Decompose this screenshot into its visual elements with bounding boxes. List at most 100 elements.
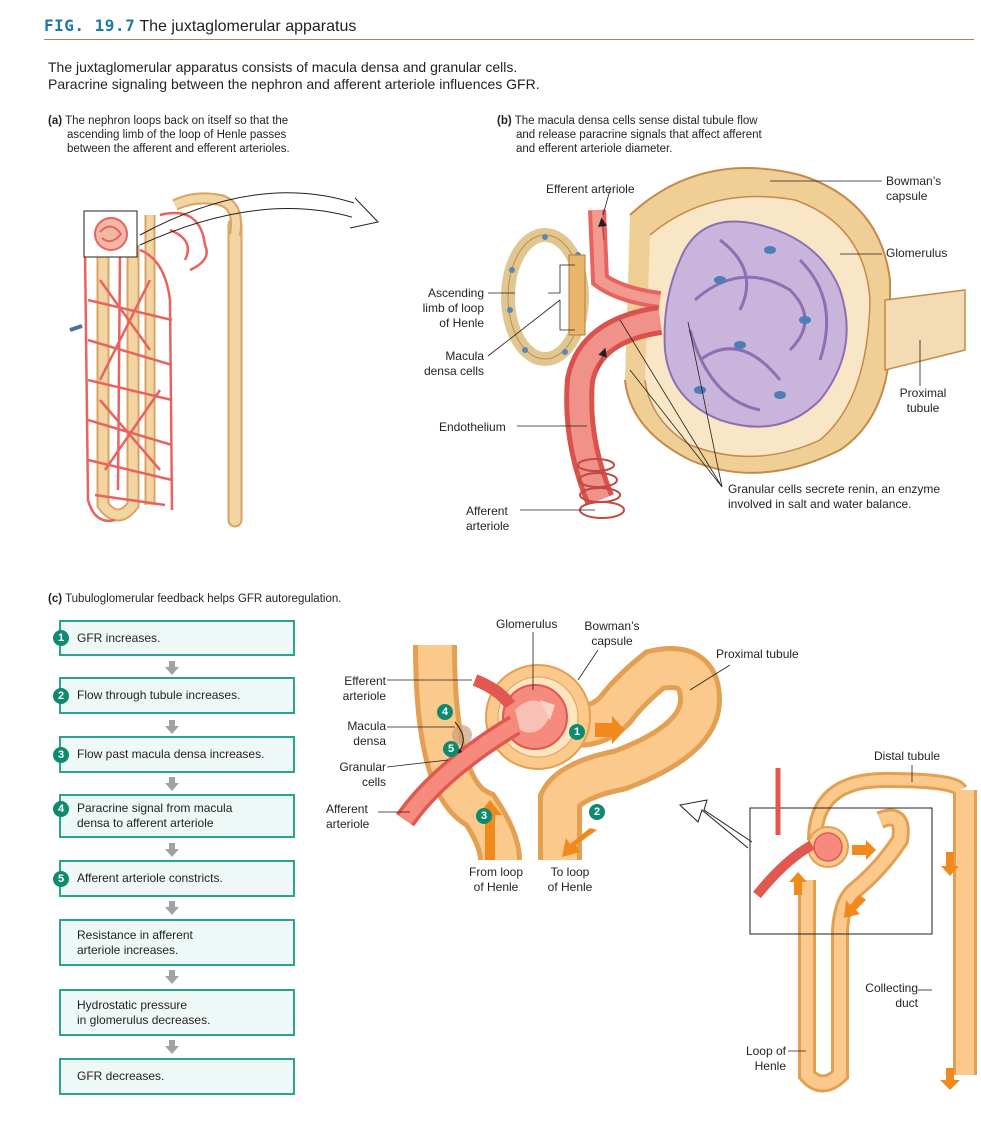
label-c-granular-line-2: cells (361, 775, 386, 789)
label-c-to-loop: To loop of Henle (536, 865, 604, 895)
flow-arrow-3 (165, 777, 179, 791)
flow-step-1: 1 GFR increases. (53, 620, 295, 656)
label-b-macula-line-1: Macula (445, 349, 484, 363)
label-c-from-loop: From loop of Henle (460, 865, 532, 895)
diagram-badge-2: 2 (589, 804, 605, 820)
label-c-bowmans-line-1: Bowman’s (584, 619, 640, 633)
flow-arrow-4 (165, 843, 179, 857)
label-c-from-loop-line-1: From loop (468, 865, 524, 879)
label-c-efferent-line-2: arteriole (342, 689, 386, 703)
label-c-loop-line-2: Henle (754, 1059, 786, 1073)
flow-step-4-badge: 4 (53, 801, 69, 817)
panel-a-caption-line-1: The nephron loops back on itself so that… (65, 115, 289, 127)
label-c-proximal-tubule: Proximal tubule (716, 647, 799, 661)
label-c-bowmans-line-2: capsule (591, 634, 633, 648)
flow-step-7: Hydrostatic pressure in glomerulus decre… (59, 989, 295, 1036)
label-b-granular-cells: Granular cells secrete renin, an enzyme … (728, 482, 940, 512)
label-b-macula-line-2: densa cells (423, 364, 484, 378)
label-b-bowmans-line-2: capsule (886, 189, 928, 203)
label-c-glomerulus: Glomerulus (496, 617, 558, 631)
label-c-afferent-line-2: arteriole (326, 817, 370, 831)
label-b-ascending-line-3: of Henle (439, 316, 484, 330)
label-b-granular-line-2: involved in salt and water balance. (728, 497, 912, 511)
flow-step-4-line-1: Paracrine signal from macula (77, 801, 233, 815)
label-b-proximal-line-1: Proximal (899, 386, 947, 400)
panel-c-feedback-illustration (378, 632, 753, 862)
flow-step-3-text: Flow past macula densa increases. (77, 747, 265, 761)
label-b-granular-line-1: Granular cells secrete renin, an enzyme (728, 482, 941, 496)
flow-step-4-text: Paracrine signal from macula densa to af… (77, 801, 232, 831)
flow-arrow-7 (165, 1040, 179, 1054)
panel-b-caption-line-3: and efferent arteriole diameter. (516, 143, 673, 155)
flow-arrow-2 (165, 720, 179, 734)
diagram-badge-1: 1 (569, 724, 585, 740)
label-c-to-loop-line-2: of Henle (547, 880, 593, 894)
label-b-macula-densa: Macula densa cells (396, 349, 484, 379)
panel-b-caption: (b) The macula densa cells sense distal … (497, 114, 837, 156)
label-c-granular-cells: Granular cells (320, 760, 386, 790)
panel-c-caption: (c) Tubuloglomerular feedback helps GFR … (48, 592, 448, 606)
flow-step-8-text: GFR decreases. (77, 1069, 165, 1083)
panel-c-nephron-illustration (749, 765, 977, 1093)
panel-b-caption-line-1: The macula densa cells sense distal tubu… (514, 115, 758, 127)
label-c-efferent-line-1: Efferent (344, 674, 386, 688)
label-c-macula-line-2: densa (353, 734, 386, 748)
intro-line-2: Paracrine signaling between the nephron … (48, 76, 540, 92)
label-b-glomerulus: Glomerulus (886, 246, 948, 260)
label-b-proximal-tubule: Proximal tubule (888, 386, 958, 416)
flow-step-7-text: Hydrostatic pressure in glomerulus decre… (77, 998, 210, 1028)
panel-b-jga-illustration (487, 167, 966, 519)
panel-a-nephron-illustration (69, 192, 379, 528)
diagram-badge-5: 5 (443, 741, 459, 757)
figure-title: The juxtaglomerular apparatus (139, 18, 357, 35)
label-b-afferent-line-2: arteriole (466, 519, 510, 533)
flow-step-5-badge: 5 (53, 870, 69, 887)
panel-b-caption-line-2: and release paracrine signals that affec… (516, 129, 762, 141)
header-rule (44, 39, 974, 40)
flow-arrow-6 (165, 970, 179, 984)
figure-header: FIG. 19.7 The juxtaglomerular apparatus (44, 16, 356, 36)
flow-step-1-badge: 1 (53, 630, 69, 646)
flow-step-6-line-1: Resistance in afferent (77, 927, 193, 942)
label-c-from-loop-line-2: of Henle (473, 880, 519, 894)
flow-step-6: Resistance in afferent arteriole increas… (59, 919, 295, 966)
label-b-afferent-arteriole: Afferent arteriole (466, 504, 509, 534)
label-c-macula-line-1: Macula (347, 719, 386, 733)
label-c-loop-of-henle: Loop of Henle (728, 1044, 786, 1074)
panel-a-caption-line-2: ascending limb of the loop of Henle pass… (67, 129, 287, 141)
panel-c-tag: (c) (48, 593, 63, 605)
label-b-endothelium: Endothelium (439, 420, 506, 434)
flow-step-3: 3 Flow past macula densa increases. (53, 736, 295, 773)
label-c-to-loop-line-1: To loop (550, 865, 590, 879)
flow-arrow-1 (165, 661, 179, 675)
flow-step-2-text: Flow through tubule increases. (77, 688, 241, 702)
intro-text: The juxtaglomerular apparatus consists o… (48, 59, 868, 93)
flow-step-4-line-2: densa to afferent arteriole (77, 816, 214, 830)
flow-step-6-line-2: arteriole increases. (77, 942, 179, 957)
panel-a-caption-line-3: between the afferent and efferent arteri… (67, 143, 290, 155)
label-c-collecting-line-2: duct (895, 996, 918, 1010)
panel-a-caption: (a) The nephron loops back on itself so … (48, 114, 378, 156)
label-b-ascending-limb: Ascending limb of loop of Henle (396, 286, 484, 331)
label-c-macula-densa: Macula densa (320, 719, 386, 749)
label-c-afferent-arteriole: Afferent arteriole (326, 802, 369, 832)
panel-a-tag: (a) (48, 115, 63, 127)
label-c-distal-tubule: Distal tubule (874, 749, 941, 763)
panel-b-tag: (b) (497, 115, 512, 127)
flow-step-2: 2 Flow through tubule increases. (53, 677, 295, 714)
flow-step-6-text: Resistance in afferent arteriole increas… (77, 928, 193, 958)
intro-line-1: The juxtaglomerular apparatus consists o… (48, 59, 518, 75)
label-c-granular-line-1: Granular (339, 760, 386, 774)
label-b-afferent-line-1: Afferent (466, 504, 508, 518)
flow-step-7-line-2: in glomerulus decreases. (77, 1012, 211, 1027)
label-b-proximal-line-2: tubule (906, 401, 940, 415)
label-b-efferent-arteriole: Efferent arteriole (546, 182, 635, 196)
label-c-bowmans-capsule: Bowman’s capsule (576, 619, 648, 649)
flow-step-5: 5 Afferent arteriole constricts. (53, 860, 295, 897)
label-c-afferent-line-1: Afferent (326, 802, 368, 816)
flow-step-5-text: Afferent arteriole constricts. (77, 871, 223, 885)
label-c-loop-line-1: Loop of (745, 1044, 786, 1058)
diagram-badge-3: 3 (476, 808, 492, 824)
label-b-bowmans-line-1: Bowman’s (886, 174, 942, 188)
flow-step-1-text: GFR increases. (77, 630, 161, 645)
